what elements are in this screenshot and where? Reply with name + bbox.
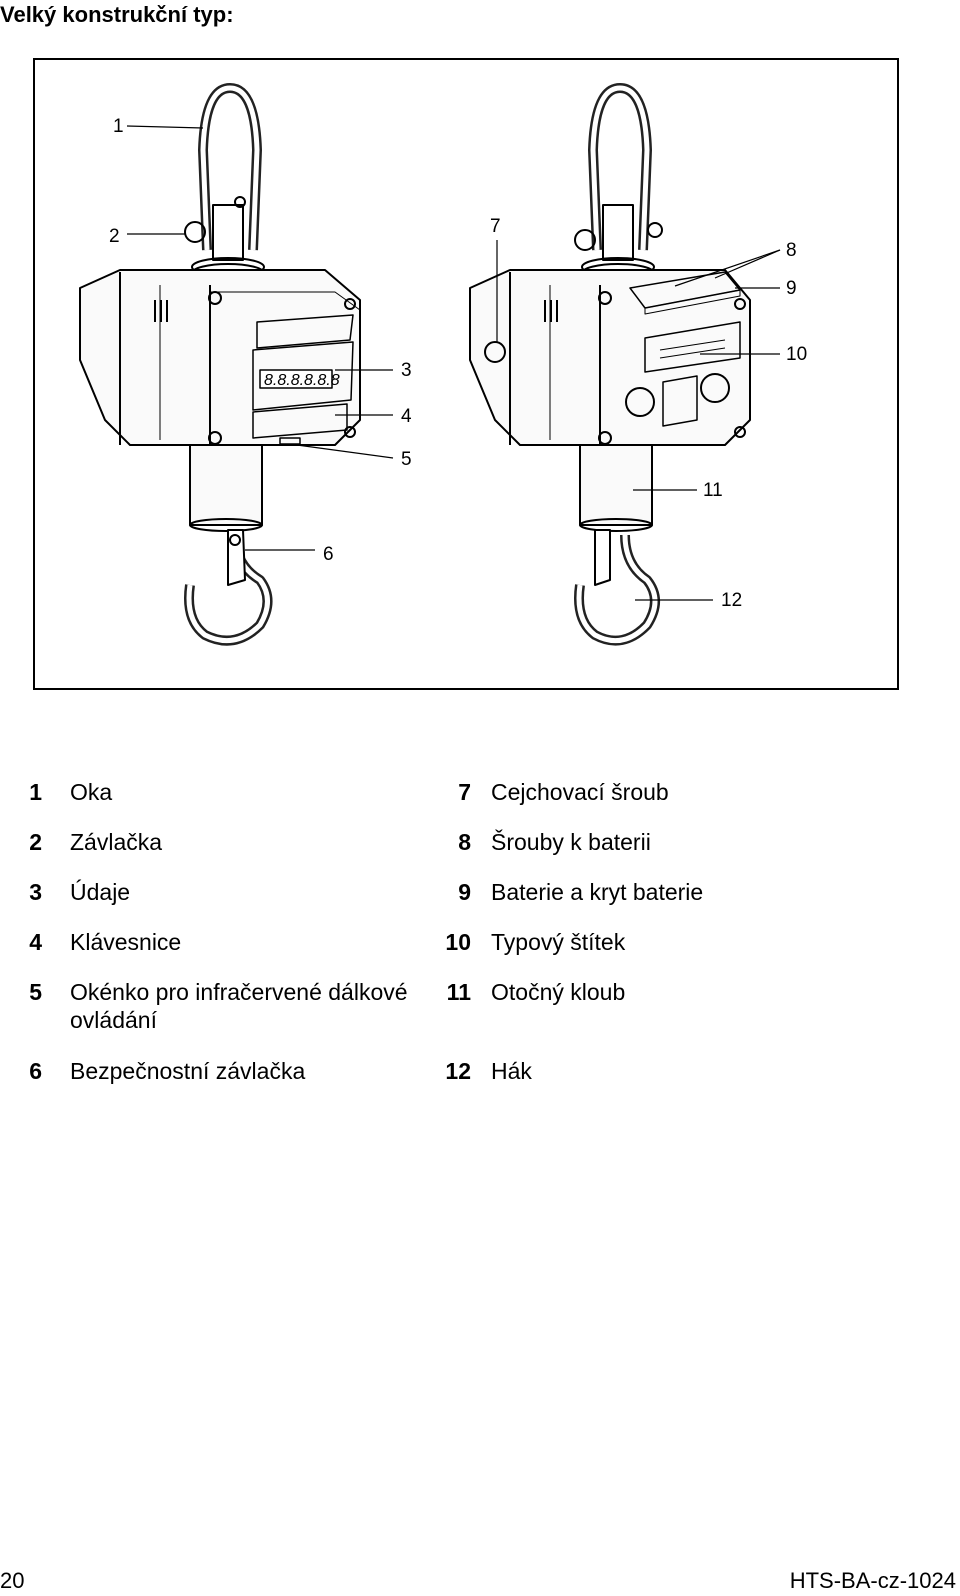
legend-number: 8 — [458, 829, 471, 855]
legend-number: 10 — [445, 929, 471, 955]
front-view-scale: 8.8.8.8.8.8 — [79, 83, 361, 646]
legend-text: Bezpečnostní závlačka — [70, 1058, 306, 1084]
legend-number: 7 — [458, 779, 471, 805]
callout-1: 1 — [113, 116, 124, 137]
legend-number: 2 — [29, 829, 42, 855]
legend-text: Klávesnice — [70, 929, 182, 955]
legend-number: 6 — [29, 1058, 42, 1084]
legend-number: 1 — [29, 779, 42, 805]
page-title: Velký konstrukční typ: — [0, 2, 234, 27]
legend-number: 9 — [458, 879, 471, 905]
legend-text: Otočný kloub — [491, 979, 626, 1005]
document-code: HTS-BA-cz-1024 — [789, 1568, 956, 1593]
legend-text: Šrouby k baterii — [491, 829, 651, 855]
callout-12: 12 — [721, 590, 742, 611]
legend-number: 11 — [446, 979, 471, 1005]
legend-text: Závlačka — [70, 829, 163, 855]
legend-text: Baterie a kryt baterie — [491, 879, 704, 905]
legend-text-continued: ovládání — [70, 1007, 157, 1033]
callout-4: 4 — [401, 406, 412, 427]
legend-text: Okénko pro infračervené dálkové — [70, 979, 408, 1005]
legend-text: Typový štítek — [491, 929, 626, 955]
callout-2: 2 — [109, 226, 120, 247]
legend-number: 3 — [29, 879, 42, 905]
callout-10: 10 — [786, 344, 807, 365]
callout-9: 9 — [786, 278, 797, 299]
leader-lines — [126, 125, 781, 601]
legend-number: 12 — [445, 1058, 471, 1084]
callout-7: 7 — [490, 216, 501, 237]
legend-number: 5 — [29, 979, 42, 1005]
callout-5: 5 — [401, 449, 412, 470]
callout-3: 3 — [401, 360, 412, 381]
callout-11: 11 — [703, 480, 723, 501]
display-digits: 8.8.8.8.8.8 — [264, 372, 340, 389]
callout-8: 8 — [786, 240, 797, 261]
callout-6: 6 — [323, 544, 334, 565]
back-view-scale — [469, 83, 751, 646]
legend-text: Hák — [491, 1058, 532, 1084]
legend-text: Oka — [70, 779, 113, 805]
legend-text: Cejchovací šroub — [491, 779, 669, 805]
page-number: 20 — [0, 1568, 25, 1593]
crane-scale-illustration: 8.8.8.8.8.8 — [79, 83, 807, 646]
legend-text: Údaje — [70, 879, 131, 905]
callout-labels: 1 2 3 4 5 6 7 8 9 10 11 12 — [109, 116, 807, 611]
crane-scale-figure: 8.8.8.8.8.8 — [33, 58, 899, 690]
legend-number: 4 — [29, 929, 42, 955]
